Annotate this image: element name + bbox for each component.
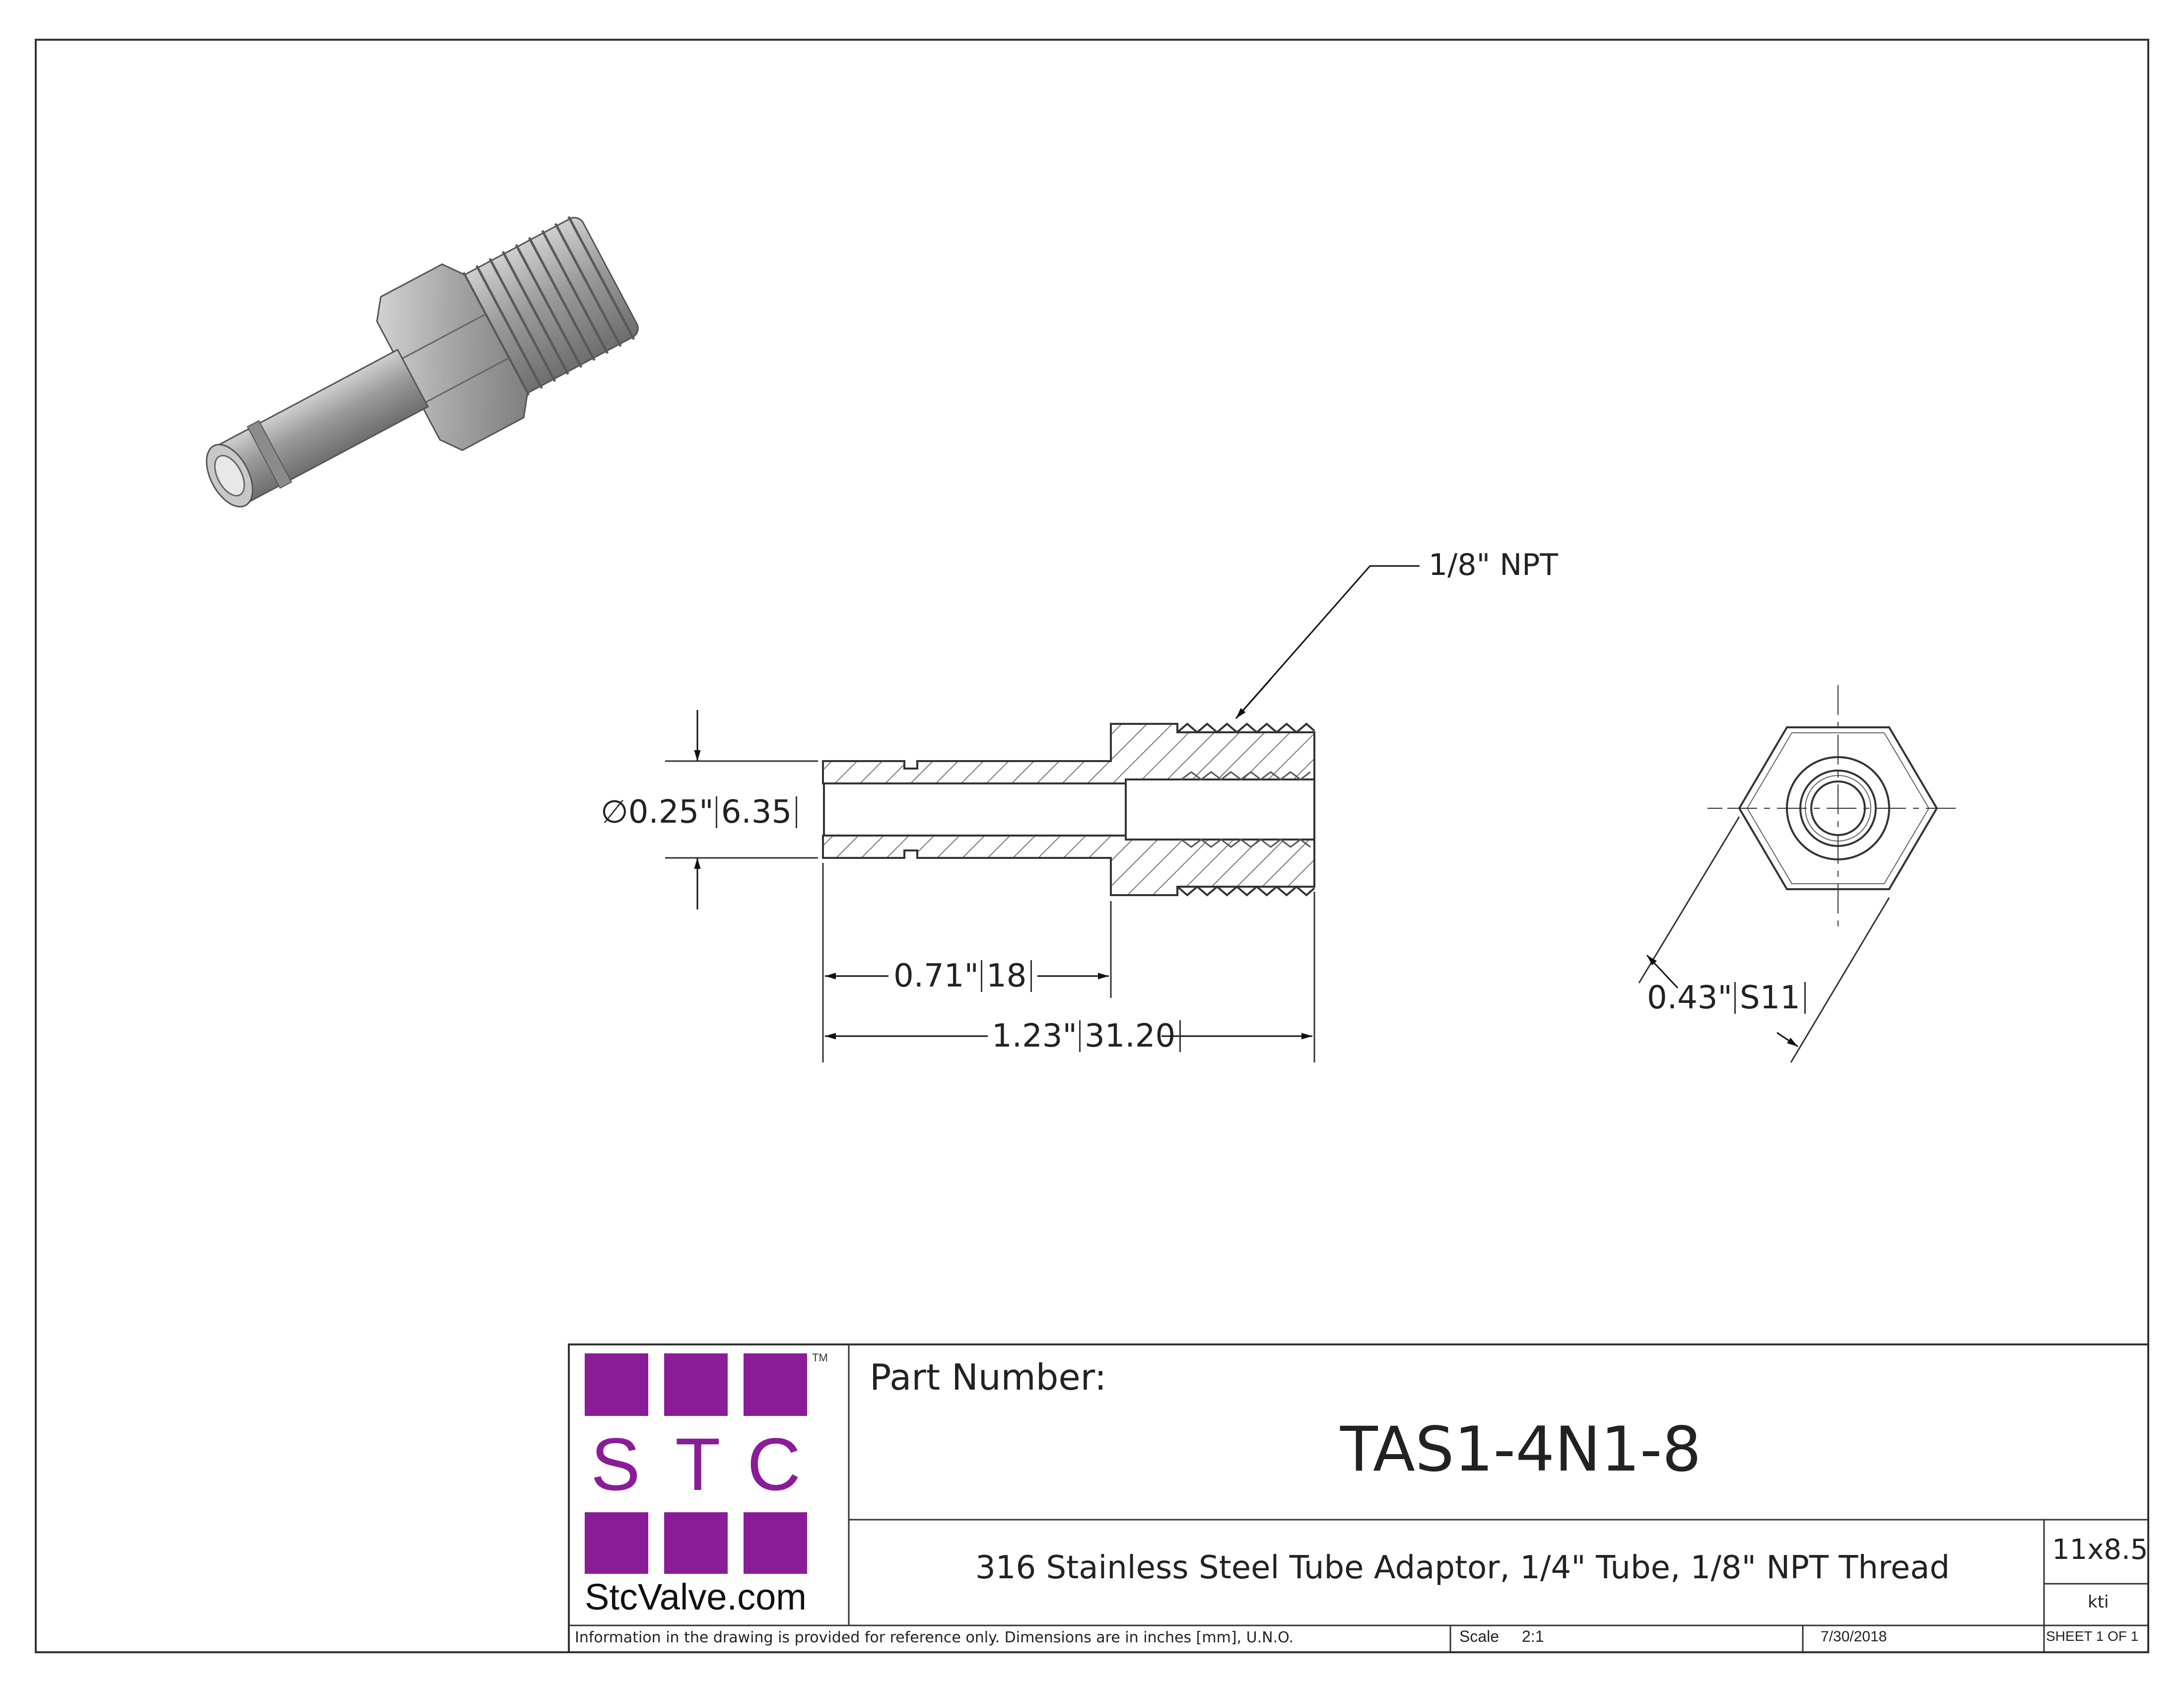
logo-letter-t: T xyxy=(675,1422,721,1506)
title-block-frame xyxy=(568,1343,2149,1653)
diameter-symbol: ∅ xyxy=(601,794,628,831)
logo-square-6 xyxy=(744,1512,807,1574)
end-view xyxy=(1638,685,1956,1063)
logo-square-4 xyxy=(585,1512,648,1574)
short-length-dimension: 0.71"18 xyxy=(893,960,1032,992)
total-length-mm: 31.20 xyxy=(1084,1018,1176,1055)
logo-letter-s: S xyxy=(591,1422,641,1506)
logo-website: StcValve.com xyxy=(585,1576,807,1618)
sheet-size: 11x8.5 xyxy=(2052,1534,2148,1566)
tube-diameter-mm-box: 6.35 xyxy=(715,794,798,831)
isometric-view xyxy=(205,216,639,508)
logo-square-2 xyxy=(664,1353,728,1416)
drawing-date: 7/30/2018 xyxy=(1821,1628,1887,1645)
logo-square-5 xyxy=(664,1512,728,1574)
total-length-inch: 1.23" xyxy=(992,1018,1077,1055)
hex-size-mm-box: S11 xyxy=(1734,982,1806,1014)
scale-label: Scale xyxy=(1459,1627,1500,1645)
hex-size-dimension: 0.43"S11 xyxy=(1647,982,1806,1014)
tube-diameter-inch: 0.25" xyxy=(628,794,714,831)
tube-diameter-mm: 6.35 xyxy=(721,794,792,831)
hex-size-inch: 0.43" xyxy=(1647,980,1732,1016)
logo-square-3 xyxy=(744,1353,807,1416)
part-number: TAS1-4N1-8 xyxy=(1340,1414,1702,1485)
section-view xyxy=(665,565,1420,1062)
tube-diameter-dimension: ∅0.25"6.35 xyxy=(601,794,798,831)
scale-value: 2:1 xyxy=(1522,1627,1544,1645)
hex-size-mm: S11 xyxy=(1739,980,1800,1016)
reference-note: Information in the drawing is provided f… xyxy=(575,1629,1294,1646)
part-description: 316 Stainless Steel Tube Adaptor, 1/4" T… xyxy=(975,1549,1950,1586)
logo-square-1 xyxy=(585,1353,648,1416)
part-number-label: Part Number: xyxy=(870,1356,1107,1398)
short-length-mm-box: 18 xyxy=(980,958,1032,994)
total-length-dimension: 1.23"31.20 xyxy=(992,1020,1181,1052)
stc-logo: TM S T C StcValve.com xyxy=(576,1348,844,1623)
sheet-number: SHEET 1 OF 1 xyxy=(2046,1628,2139,1644)
npt-callout: 1/8" NPT xyxy=(1429,548,1558,582)
total-length-mm-box: 31.20 xyxy=(1079,1020,1181,1052)
short-length-inch: 0.71" xyxy=(893,958,979,994)
logo-letter-c: C xyxy=(747,1422,801,1506)
drawn-by: kti xyxy=(2088,1592,2109,1612)
short-length-mm: 18 xyxy=(986,958,1027,994)
logo-trademark: TM xyxy=(812,1351,828,1364)
